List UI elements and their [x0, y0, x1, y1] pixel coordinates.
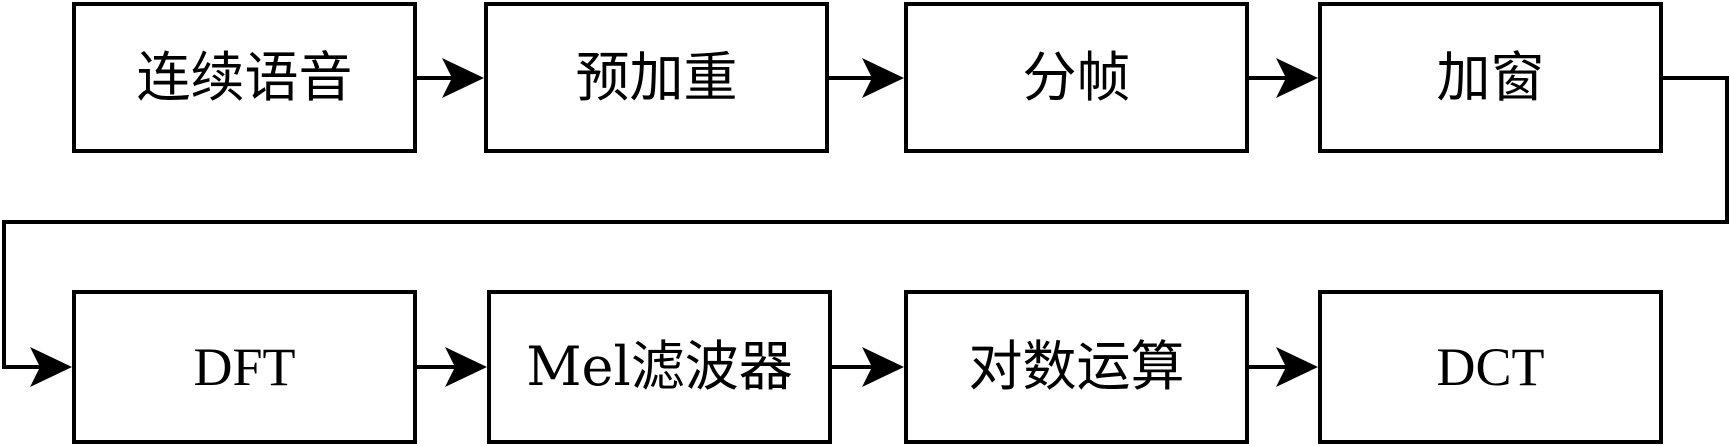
arrow-head-row1-3 [1276, 58, 1318, 98]
node-label: DFT [193, 337, 296, 397]
node-label: 对数运算 [968, 335, 1185, 398]
arrow-head-row2-2 [862, 347, 904, 387]
node-framing: 分帧 [904, 2, 1249, 153]
node-mel-filter: Mel滤波器 [487, 290, 832, 444]
node-label: 加窗 [1436, 45, 1545, 109]
node-label: 分帧 [1022, 45, 1131, 109]
node-windowing: 加窗 [1318, 2, 1663, 153]
arrow-head-row1-1 [442, 58, 484, 98]
node-label: DCT [1436, 337, 1545, 397]
node-log-operation: 对数运算 [904, 290, 1249, 444]
arrow-head-row1-2 [862, 58, 904, 98]
node-label: Mel滤波器 [526, 335, 793, 398]
arrow-head-row2-1 [445, 347, 487, 387]
connector-wrap-line [2, 76, 1729, 369]
connector-wrap-arrow-head [30, 347, 72, 387]
node-label: 预加重 [575, 45, 738, 109]
node-pre-emphasis: 预加重 [484, 2, 829, 153]
node-dct: DCT [1318, 290, 1663, 444]
node-label: 连续语音 [136, 45, 353, 109]
node-continuous-speech: 连续语音 [72, 2, 417, 153]
arrow-head-row2-3 [1276, 347, 1318, 387]
node-dft: DFT [72, 290, 417, 444]
